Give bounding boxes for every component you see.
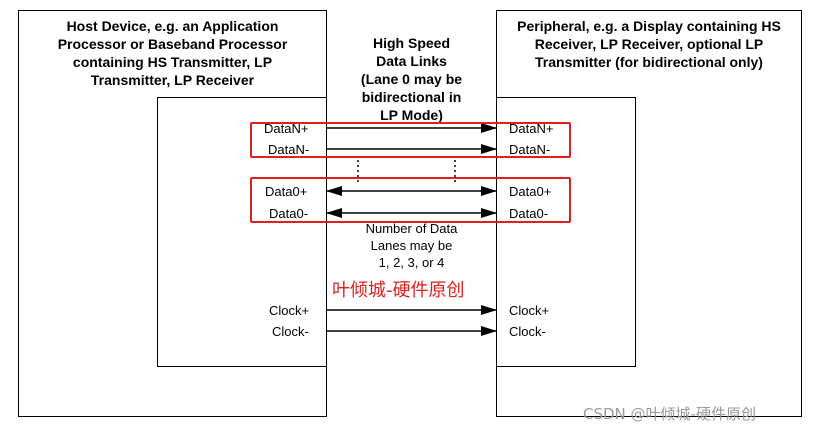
host-signal-clock-minus: Clock- bbox=[272, 324, 309, 339]
host-signal-datan-minus: DataN- bbox=[268, 142, 310, 157]
peripheral-title: Peripheral, e.g. a Display containing HS… bbox=[496, 17, 802, 71]
peripheral-inner-box bbox=[496, 97, 636, 367]
lanes-note-line-2: Lanes may be bbox=[370, 238, 453, 253]
peripheral-signal-data0-plus: Data0+ bbox=[509, 184, 552, 199]
links-caption-line-4: bidirectional in bbox=[361, 89, 462, 105]
corner-watermark: CSDN @叶倾城-硬件原创 bbox=[583, 405, 756, 423]
host-title-line-2: Processor or Baseband Processor bbox=[57, 36, 288, 52]
links-caption-line-2: Data Links bbox=[376, 53, 447, 69]
links-caption-line-1: High Speed bbox=[372, 35, 450, 51]
host-title-line-1: Host Device, e.g. an Application bbox=[66, 18, 279, 34]
lanes-note-line-3: 1, 2, 3, or 4 bbox=[378, 255, 445, 270]
peripheral-signal-clock-minus: Clock- bbox=[509, 324, 546, 339]
host-title-line-4: Transmitter, LP Receiver bbox=[90, 72, 255, 88]
host-signal-datan-plus: DataN+ bbox=[264, 121, 309, 136]
peripheral-title-line-2: Receiver, LP Receiver, optional LP bbox=[534, 36, 764, 52]
host-signal-data0-minus: Data0- bbox=[269, 206, 309, 221]
peripheral-title-line-1: Peripheral, e.g. a Display containing HS bbox=[517, 18, 781, 34]
lanes-note: Number of Data Lanes may be 1, 2, 3, or … bbox=[327, 220, 496, 271]
lanes-note-line-1: Number of Data bbox=[365, 221, 458, 236]
links-caption-line-3: (Lane 0 may be bbox=[360, 71, 463, 87]
peripheral-signal-datan-plus: DataN+ bbox=[509, 121, 554, 136]
host-inner-box bbox=[157, 97, 327, 367]
highlight-datan-lane bbox=[250, 122, 571, 158]
host-title: Host Device, e.g. an Application Process… bbox=[18, 17, 327, 89]
center-watermark: 叶倾城-硬件原创 bbox=[332, 280, 465, 301]
links-caption: High Speed Data Links (Lane 0 may be bid… bbox=[327, 34, 496, 124]
highlight-data0-lane bbox=[250, 177, 571, 223]
host-signal-clock-plus: Clock+ bbox=[269, 303, 310, 318]
links-caption-line-5: LP Mode) bbox=[380, 107, 443, 123]
peripheral-signal-clock-plus: Clock+ bbox=[509, 303, 550, 318]
peripheral-title-line-3: Transmitter (for bidirectional only) bbox=[535, 54, 763, 70]
peripheral-signal-datan-minus: DataN- bbox=[509, 142, 551, 157]
host-title-line-3: containing HS Transmitter, LP bbox=[72, 54, 273, 70]
peripheral-signal-data0-minus: Data0- bbox=[509, 206, 549, 221]
host-signal-data0-plus: Data0+ bbox=[265, 184, 308, 199]
